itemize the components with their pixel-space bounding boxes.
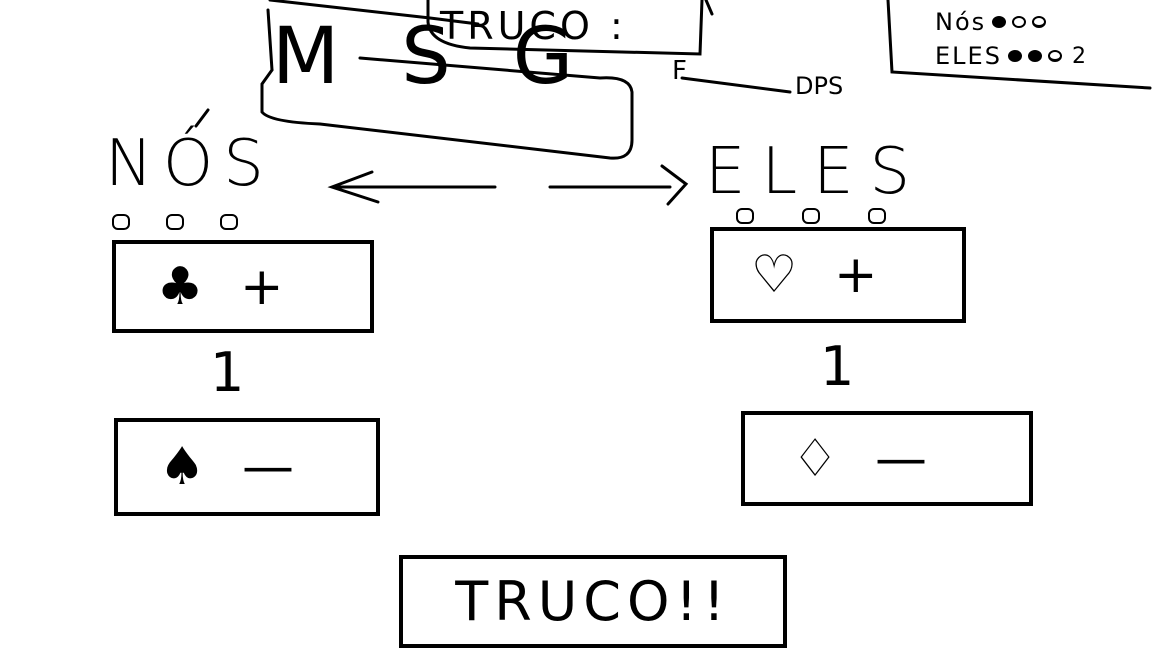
truco-button[interactable]: TRUCO!! xyxy=(399,555,787,648)
nos-step-value: 1 xyxy=(210,341,245,404)
spade-icon: ♠ xyxy=(158,437,206,497)
club-icon: ♣ xyxy=(156,256,204,317)
score-pip xyxy=(1047,50,1062,62)
scoreboard-nos-label: Nós xyxy=(935,8,987,36)
score-pip xyxy=(992,16,1007,28)
f-label: F xyxy=(672,56,687,86)
pip xyxy=(802,208,820,224)
header-title: TRUCO : xyxy=(440,4,627,48)
team-heading-nos: NÓS xyxy=(105,127,274,201)
score-pip xyxy=(1007,50,1022,62)
eles-pips xyxy=(736,208,886,224)
dps-label: DPS xyxy=(795,72,844,100)
minus-label: — xyxy=(875,428,927,489)
pip xyxy=(220,214,238,230)
eles-plus-button[interactable]: ♡ + xyxy=(710,227,966,323)
scoreboard-row-eles: ELES 2 xyxy=(935,42,1088,70)
plus-label: + xyxy=(834,245,878,305)
team-heading-eles: ELES xyxy=(705,135,927,209)
score-pip xyxy=(1012,16,1027,28)
eles-minus-button[interactable]: ♢ — xyxy=(741,411,1033,506)
pip xyxy=(736,208,754,224)
heart-icon: ♡ xyxy=(750,245,798,305)
score-pip xyxy=(1027,50,1042,62)
nos-minus-button[interactable]: ♠ — xyxy=(114,418,380,516)
pip xyxy=(112,214,130,230)
scoreboard-eles-score: 2 xyxy=(1071,43,1088,69)
score-pip xyxy=(1032,16,1047,28)
scoreboard-eles-label: ELES xyxy=(935,42,1002,70)
scoreboard-row-nos: Nós xyxy=(935,8,1056,36)
nos-pips xyxy=(112,214,238,230)
eles-step-value: 1 xyxy=(820,335,855,398)
plus-label: + xyxy=(240,256,284,317)
pip xyxy=(868,208,886,224)
nos-plus-button[interactable]: ♣ + xyxy=(112,240,374,333)
diamond-icon: ♢ xyxy=(791,428,839,489)
minus-label: — xyxy=(242,437,294,497)
pip xyxy=(166,214,184,230)
message-box-label: MSG xyxy=(272,12,636,102)
